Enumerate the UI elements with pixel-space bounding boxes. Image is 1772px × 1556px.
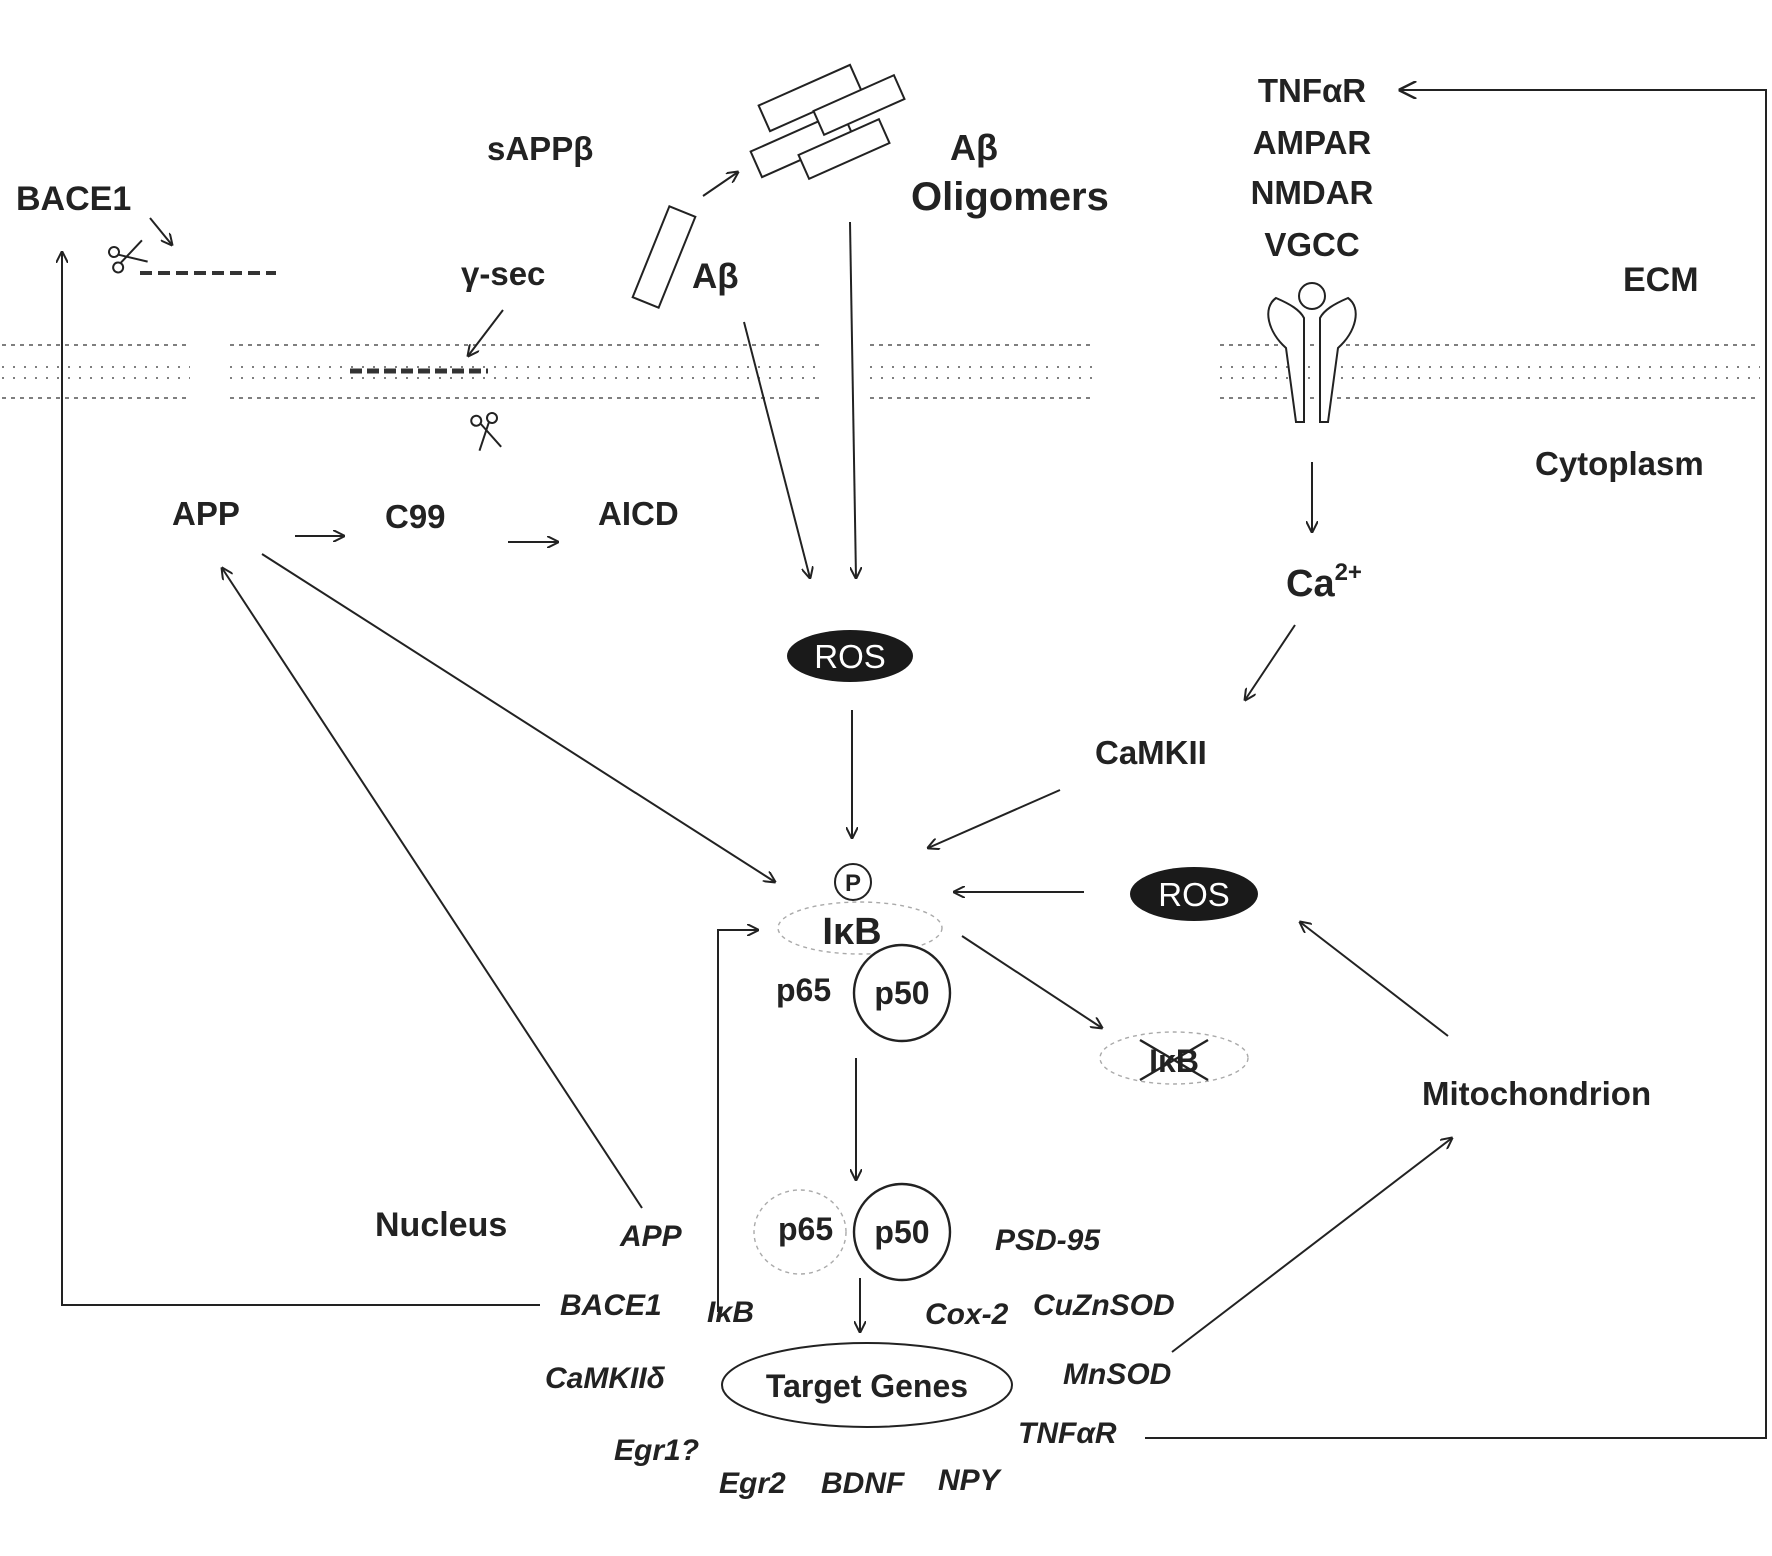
gene-egr1: Egr1? (614, 1434, 699, 1467)
receptor-vgcc: VGCC (1264, 226, 1359, 263)
aicd-label: AICD (598, 495, 679, 532)
gene-tnfar: TNFαR (1018, 1417, 1117, 1450)
gene-npy: NPY (938, 1464, 1003, 1497)
receptor-ampar: AMPAR (1253, 124, 1372, 161)
arrow-ca-to-camkii (1245, 624, 1296, 700)
p65-cytoplasm-label: p65 (776, 972, 831, 1008)
arrow-mnsod-to-mito (1171, 1138, 1452, 1353)
gene-ikb: IκB (707, 1296, 754, 1329)
arrow-ikb-to-degraded (961, 935, 1102, 1028)
p50-nucleus-label: p50 (874, 1214, 929, 1250)
gamma-sec-label: γ-sec (461, 255, 545, 292)
receptor-list: TNFαR AMPAR NMDAR VGCC (1251, 72, 1374, 263)
gene-mnsod: MnSOD (1063, 1358, 1171, 1391)
c99-label: C99 (385, 498, 446, 535)
p65-nucleus-label: p65 (778, 1211, 833, 1247)
gene-bace1: BACE1 (560, 1289, 662, 1322)
region-labels: ECM Cytoplasm Nucleus (375, 261, 1704, 1244)
arrow-abeta-to-ros (743, 321, 810, 578)
receptor-nmdar: NMDAR (1251, 174, 1374, 211)
gene-bdnf: BDNF (821, 1467, 905, 1500)
abeta-oligomers-label-2: Oligomers (911, 175, 1109, 219)
cytoplasm-label: Cytoplasm (1535, 445, 1704, 482)
target-gene-list: APP BACE1 IκB CaMKIIδ Egr1? Egr2 BDNF NP… (545, 1220, 1175, 1500)
p65-nucleus-backdrop (753, 1189, 847, 1275)
ros-right-label: ROS (1158, 876, 1230, 913)
arrow-mito-to-ros (1300, 922, 1449, 1037)
receptor-channel-icon (1267, 282, 1357, 423)
arrow-gamma-sec (468, 309, 504, 356)
arrow-abeta-to-oligomer (702, 172, 738, 197)
gene-cuznsod: CuZnSOD (1033, 1289, 1175, 1322)
arrow-bace1-feedback (62, 252, 540, 1306)
arrow-nucleus-app-to-app (222, 568, 643, 1209)
ikb-degraded-ellipse (1099, 1031, 1249, 1085)
ecm-label: ECM (1623, 261, 1699, 299)
abeta-oligomer-shape (749, 63, 906, 181)
abeta-label: Aβ (692, 257, 739, 296)
gene-psd95: PSD-95 (995, 1224, 1101, 1257)
app-label: APP (172, 495, 240, 532)
mitochondrion-label: Mitochondrion (1422, 1075, 1651, 1112)
ikb-degraded: IκB (1139, 1038, 1209, 1082)
p50-cytoplasm-label: p50 (874, 975, 929, 1011)
ros-top-node (787, 630, 913, 682)
bace1-label: BACE1 (16, 180, 131, 218)
gene-cox2: Cox-2 (925, 1298, 1009, 1331)
nucleus-label: Nucleus (375, 1206, 507, 1244)
arrow-bace1-cleave (149, 217, 172, 245)
arrow-app-to-ikb (261, 553, 775, 882)
calcium-base: Ca (1286, 563, 1335, 605)
target-genes-label: Target Genes (766, 1368, 968, 1404)
arrow-oligomers-to-ros (849, 221, 856, 578)
calcium-label: Ca2+ (1286, 559, 1362, 605)
sappb-label: sAPPβ (487, 130, 593, 167)
gene-camkii-delta: CaMKIIδ (545, 1362, 666, 1395)
ikb-complex-backdrop (777, 901, 943, 955)
ros-right-node (1130, 867, 1258, 921)
arrow-camkii-to-ikb (928, 789, 1061, 848)
gene-egr2: Egr2 (719, 1467, 786, 1500)
scissors-icon (470, 412, 502, 451)
receptor-tnfar: TNFαR (1258, 72, 1366, 109)
arrow-ikb-feedback (717, 930, 758, 1312)
ros-top-label: ROS (814, 638, 886, 675)
ikb-label: IκB (822, 911, 881, 953)
scissors-icon (108, 239, 148, 274)
phospho-label: P (845, 870, 861, 897)
phospho-circle (834, 863, 872, 901)
abeta-monomer-shape (631, 205, 697, 309)
calcium-charge: 2+ (1335, 559, 1362, 586)
p50-cytoplasm-circle (852, 943, 952, 1043)
target-genes-ellipse (721, 1342, 1013, 1428)
gene-app: APP (619, 1220, 683, 1253)
camkii-label: CaMKII (1095, 734, 1207, 771)
cell-membrane (2, 344, 1760, 399)
arrow-tnfar-feedback (1145, 90, 1767, 1439)
abeta-oligomers-label-1: Aβ (950, 127, 998, 168)
p50-nucleus-circle (852, 1182, 952, 1282)
